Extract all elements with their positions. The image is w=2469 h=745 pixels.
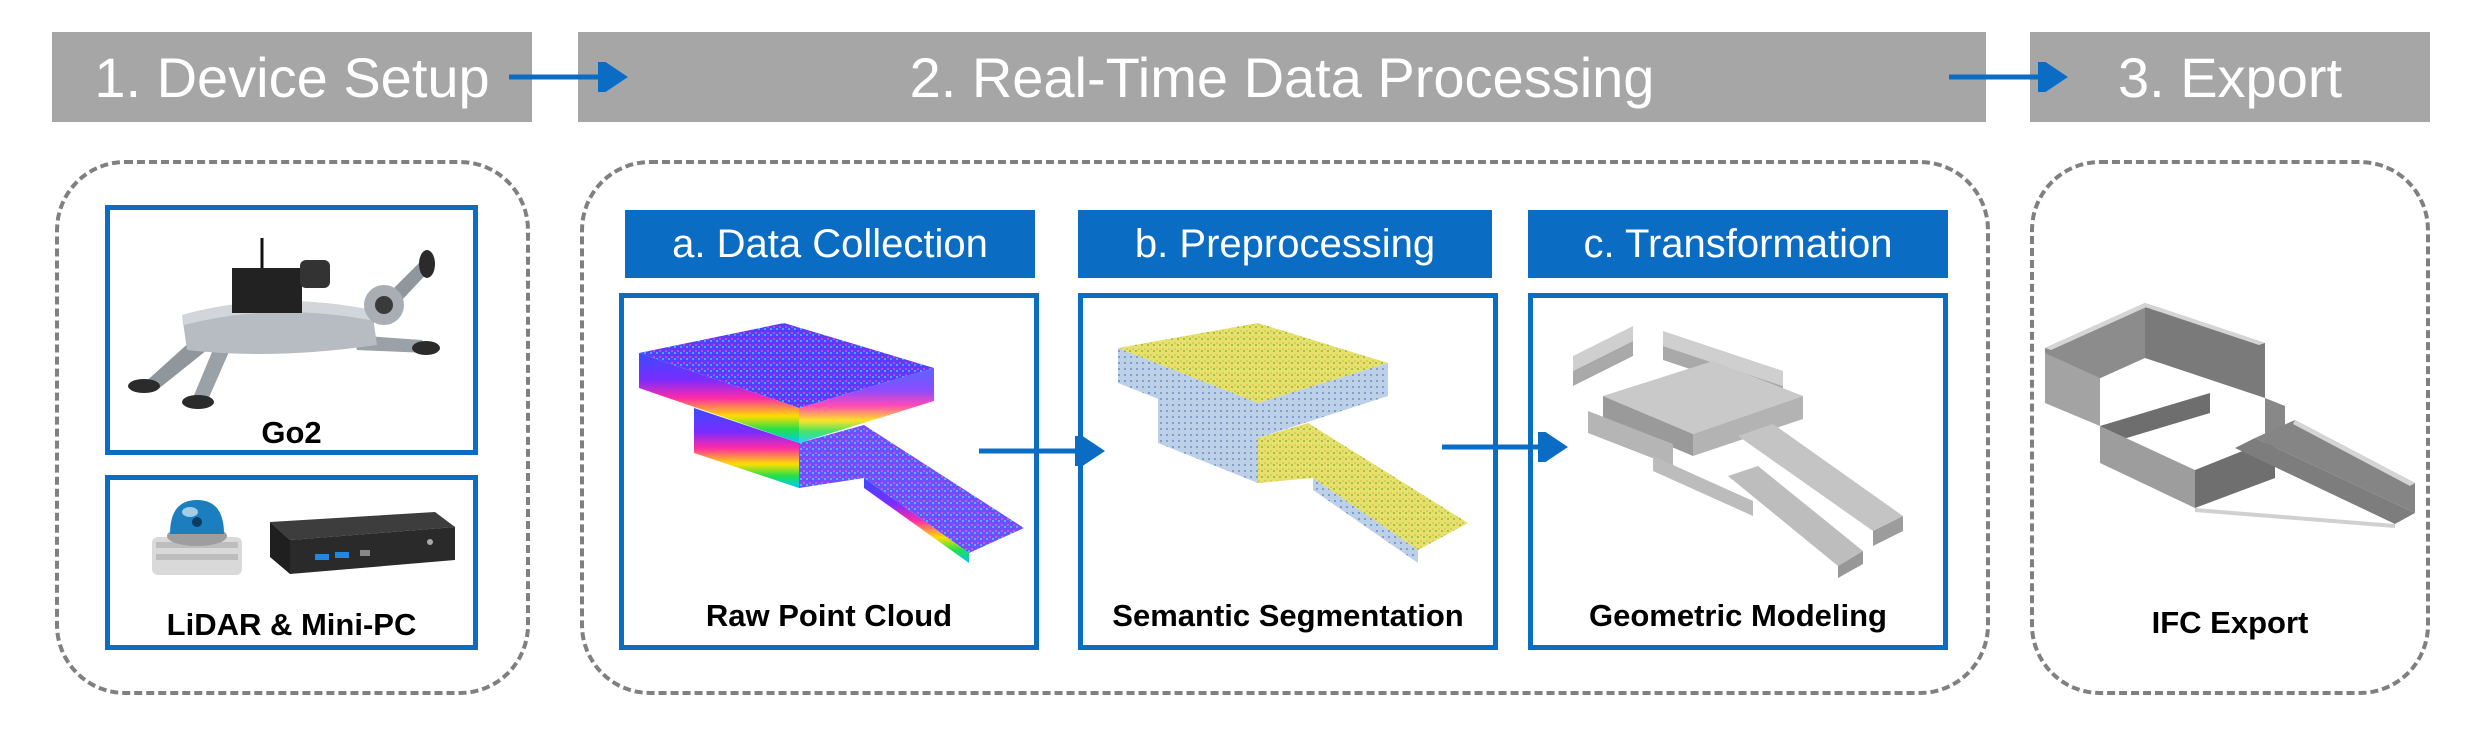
arrow-setup-to-processing xyxy=(509,62,628,92)
stage-processing-label: 2. Real-Time Data Processing xyxy=(909,45,1655,109)
raw-point-cloud-caption: Raw Point Cloud xyxy=(705,598,953,633)
geometric-modeling-caption: Geometric Modeling xyxy=(1589,598,1887,633)
semantic-segmentation-panel: Semantic Segmentation xyxy=(1078,293,1498,650)
geometric-model-image xyxy=(1573,326,1903,578)
stage-export-label: 3. Export xyxy=(2117,45,2343,109)
semantic-segmentation-image xyxy=(1118,323,1468,563)
ifc-model-image xyxy=(2045,303,2415,528)
ifc-export-caption: IFC Export xyxy=(2151,605,2309,640)
stage-device-setup: 1. Device Setup xyxy=(52,32,532,122)
processing-group xyxy=(580,160,1990,695)
go2-caption: Go2 xyxy=(261,415,322,450)
arrow-processing-to-export xyxy=(1949,62,2068,92)
stage-processing: 2. Real-Time Data Processing xyxy=(578,32,1986,122)
robot-dog-image xyxy=(128,238,440,409)
step-data-collection-label: a. Data Collection xyxy=(672,221,988,266)
lidar-minipc-panel: LiDAR & Mini-PC xyxy=(105,475,478,650)
semantic-segmentation-caption: Semantic Segmentation xyxy=(1112,598,1464,633)
step-preprocessing: b. Preprocessing xyxy=(1078,210,1492,278)
mini-pc-image xyxy=(270,512,455,574)
export-group xyxy=(2030,160,2430,695)
step-preprocessing-label: b. Preprocessing xyxy=(1134,221,1436,266)
stage-device-setup-label: 1. Device Setup xyxy=(94,45,490,109)
arrow-raw-to-semantic xyxy=(979,436,1105,466)
raw-point-cloud-panel: Raw Point Cloud xyxy=(619,293,1039,650)
arrow-semantic-to-geometric xyxy=(1442,432,1568,462)
lidar-caption: LiDAR & Mini-PC xyxy=(166,607,417,642)
step-transformation: c. Transformation xyxy=(1528,210,1948,278)
geometric-modeling-panel: Geometric Modeling xyxy=(1528,293,1948,650)
stage-export: 3. Export xyxy=(2030,32,2430,122)
step-transformation-label: c. Transformation xyxy=(1583,221,1893,266)
lidar-sensor-image xyxy=(152,500,242,575)
step-data-collection: a. Data Collection xyxy=(625,210,1035,278)
device-setup-group xyxy=(55,160,530,695)
raw-point-cloud-image xyxy=(639,323,1024,563)
go2-panel: Go2 xyxy=(105,205,478,455)
